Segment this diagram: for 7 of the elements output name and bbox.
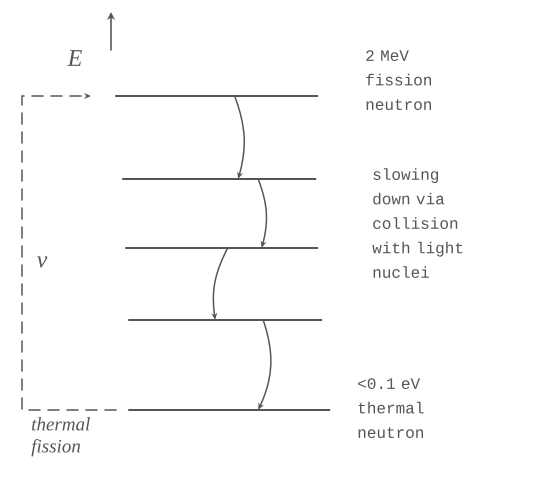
axis-label: E xyxy=(66,49,84,67)
edge-label: thermal fission xyxy=(30,416,102,458)
symbol-label: ν xyxy=(36,255,48,269)
note-text: slowing down via collision with light nuclei xyxy=(372,168,462,278)
level-label: 2 MeV fission neutron xyxy=(366,50,431,110)
cycle-arrow xyxy=(21,92,117,411)
level-label: <0.1 eV thermal neutron xyxy=(358,378,424,438)
